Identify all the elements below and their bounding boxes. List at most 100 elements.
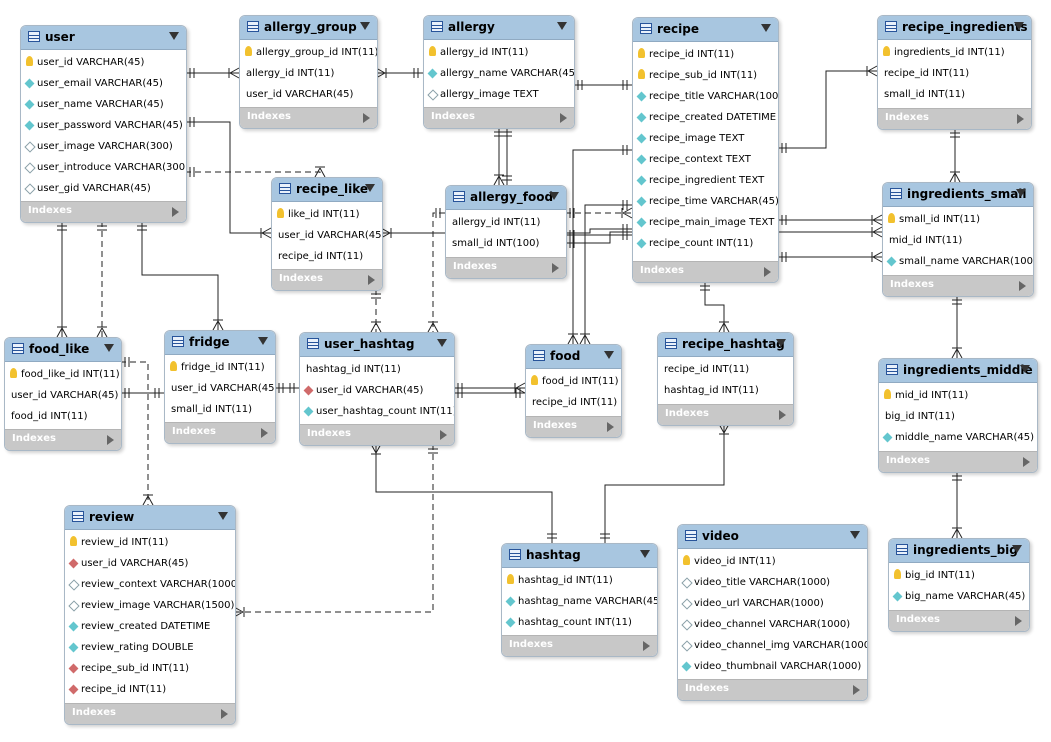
collapse-arrow-icon[interactable] <box>1020 365 1030 373</box>
column-row[interactable]: hashtag_id INT(11) <box>502 570 657 591</box>
column-row[interactable]: ingredients_id INT(11) <box>878 42 1031 63</box>
column-row[interactable]: recipe_id INT(11) <box>878 63 1031 84</box>
collapse-arrow-icon[interactable] <box>776 339 786 347</box>
column-row[interactable]: user_gid VARCHAR(45) <box>21 178 186 199</box>
column-row[interactable]: recipe_title VARCHAR(100) <box>633 86 778 107</box>
table-header[interactable]: allergy_group <box>240 16 377 40</box>
column-row[interactable]: food_like_id INT(11) <box>5 364 121 385</box>
column-row[interactable]: review_context VARCHAR(1000) <box>65 574 235 595</box>
column-row[interactable]: mid_id INT(11) <box>883 230 1033 251</box>
table-header[interactable]: allergy_food <box>446 186 566 210</box>
collapse-arrow-icon[interactable] <box>169 32 179 40</box>
column-row[interactable]: user_image VARCHAR(300) <box>21 136 186 157</box>
collapse-arrow-icon[interactable] <box>850 531 860 539</box>
indexes-section[interactable]: Indexes <box>5 429 121 450</box>
expand-arrow-icon[interactable] <box>368 275 375 285</box>
table-header[interactable]: user_hashtag <box>300 333 454 357</box>
column-row[interactable]: recipe_id INT(11) <box>526 392 621 413</box>
collapse-arrow-icon[interactable] <box>1014 22 1024 30</box>
expand-arrow-icon[interactable] <box>643 641 650 651</box>
indexes-section[interactable]: Indexes <box>526 416 621 437</box>
column-row[interactable]: user_id VARCHAR(45) <box>21 52 186 73</box>
indexes-section[interactable]: Indexes <box>502 635 657 656</box>
indexes-section[interactable]: Indexes <box>300 424 454 445</box>
indexes-section[interactable]: Indexes <box>424 107 574 128</box>
column-row[interactable]: recipe_created DATETIME <box>633 107 778 128</box>
column-row[interactable]: recipe_id INT(11) <box>65 679 235 700</box>
indexes-section[interactable]: Indexes <box>21 201 186 222</box>
column-row[interactable]: hashtag_id INT(11) <box>300 359 454 380</box>
expand-arrow-icon[interactable] <box>363 113 370 123</box>
collapse-arrow-icon[interactable] <box>360 22 370 30</box>
indexes-section[interactable]: Indexes <box>678 679 867 700</box>
indexes-section[interactable]: Indexes <box>446 257 566 278</box>
column-row[interactable]: video_url VARCHAR(1000) <box>678 593 867 614</box>
column-row[interactable]: food_id INT(11) <box>5 406 121 427</box>
indexes-section[interactable]: Indexes <box>165 422 275 443</box>
column-row[interactable]: allergy_id INT(11) <box>446 212 566 233</box>
column-row[interactable]: recipe_id INT(11) <box>272 246 382 267</box>
column-row[interactable]: user_introduce VARCHAR(300) <box>21 157 186 178</box>
indexes-section[interactable]: Indexes <box>65 703 235 724</box>
collapse-arrow-icon[interactable] <box>604 351 614 359</box>
column-row[interactable]: hashtag_name VARCHAR(45) <box>502 591 657 612</box>
table-header[interactable]: recipe <box>633 18 778 42</box>
column-row[interactable]: allergy_name VARCHAR(45) <box>424 63 574 84</box>
expand-arrow-icon[interactable] <box>1015 616 1022 626</box>
column-row[interactable]: user_hashtag_count INT(11) <box>300 401 454 422</box>
indexes-section[interactable]: Indexes <box>879 451 1037 472</box>
column-row[interactable]: mid_id INT(11) <box>879 385 1037 406</box>
column-row[interactable]: user_name VARCHAR(45) <box>21 94 186 115</box>
column-row[interactable]: allergy_id INT(11) <box>240 63 377 84</box>
column-row[interactable]: user_email VARCHAR(45) <box>21 73 186 94</box>
collapse-arrow-icon[interactable] <box>437 339 447 347</box>
column-row[interactable]: video_title VARCHAR(1000) <box>678 572 867 593</box>
column-row[interactable]: video_channel_img VARCHAR(1000) <box>678 635 867 656</box>
column-row[interactable]: review_id INT(11) <box>65 532 235 553</box>
column-row[interactable]: user_id VARCHAR(45) <box>272 225 382 246</box>
collapse-arrow-icon[interactable] <box>640 550 650 558</box>
column-row[interactable]: recipe_main_image TEXT <box>633 212 778 233</box>
column-row[interactable]: big_id INT(11) <box>879 406 1037 427</box>
column-row[interactable]: food_id INT(11) <box>526 371 621 392</box>
column-row[interactable]: recipe_sub_id INT(11) <box>633 65 778 86</box>
expand-arrow-icon[interactable] <box>440 430 447 440</box>
indexes-section[interactable]: Indexes <box>633 261 778 282</box>
expand-arrow-icon[interactable] <box>552 263 559 273</box>
column-row[interactable]: allergy_image TEXT <box>424 84 574 105</box>
column-row[interactable]: small_id INT(11) <box>878 84 1031 105</box>
expand-arrow-icon[interactable] <box>1017 114 1024 124</box>
expand-arrow-icon[interactable] <box>607 422 614 432</box>
column-row[interactable]: video_channel VARCHAR(1000) <box>678 614 867 635</box>
column-row[interactable]: allergy_group_id INT(11) <box>240 42 377 63</box>
column-row[interactable]: small_id INT(11) <box>883 209 1033 230</box>
table-header[interactable]: hashtag <box>502 544 657 568</box>
table-header[interactable]: ingredients_big <box>889 539 1029 563</box>
expand-arrow-icon[interactable] <box>107 435 114 445</box>
expand-arrow-icon[interactable] <box>172 207 179 217</box>
collapse-arrow-icon[interactable] <box>1016 189 1026 197</box>
indexes-section[interactable]: Indexes <box>240 107 377 128</box>
collapse-arrow-icon[interactable] <box>1012 545 1022 553</box>
expand-arrow-icon[interactable] <box>764 267 771 277</box>
collapse-arrow-icon[interactable] <box>549 192 559 200</box>
column-row[interactable]: recipe_image TEXT <box>633 128 778 149</box>
collapse-arrow-icon[interactable] <box>365 184 375 192</box>
indexes-section[interactable]: Indexes <box>878 108 1031 129</box>
column-row[interactable]: small_id INT(100) <box>446 233 566 254</box>
column-row[interactable]: recipe_ingredient TEXT <box>633 170 778 191</box>
column-row[interactable]: review_rating DOUBLE <box>65 637 235 658</box>
column-row[interactable]: recipe_time VARCHAR(45) <box>633 191 778 212</box>
column-row[interactable]: hashtag_id INT(11) <box>658 380 793 401</box>
